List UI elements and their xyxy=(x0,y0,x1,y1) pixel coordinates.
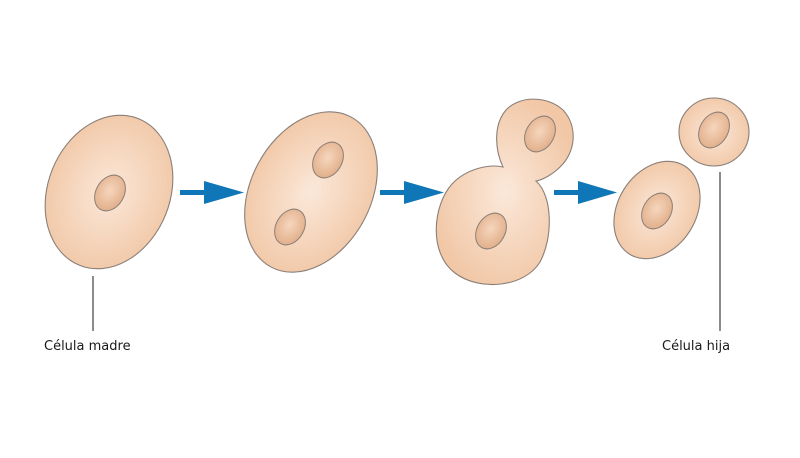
mother-cell-nucleus xyxy=(94,174,126,212)
budding-cell-nucleus xyxy=(475,212,507,250)
daughter-cell-nucleus xyxy=(698,111,730,149)
mother-cell-label: Célula madre xyxy=(44,339,131,354)
arrow-2 xyxy=(380,181,444,204)
arrow-3 xyxy=(554,181,617,204)
separated-parent-nucleus xyxy=(641,192,673,230)
stage-mother-cell xyxy=(44,114,174,331)
stage-two-nuclei xyxy=(244,111,378,273)
stage-separated xyxy=(613,97,750,331)
dividing-cell-nucleus-top xyxy=(312,141,344,179)
daughter-cell-label: Célula hija xyxy=(662,339,731,354)
arrow-1 xyxy=(180,181,244,204)
bud-nucleus xyxy=(524,115,556,153)
stage-budding xyxy=(435,98,574,285)
dividing-cell-body xyxy=(244,111,378,273)
dividing-cell-nucleus-bottom xyxy=(274,208,306,246)
